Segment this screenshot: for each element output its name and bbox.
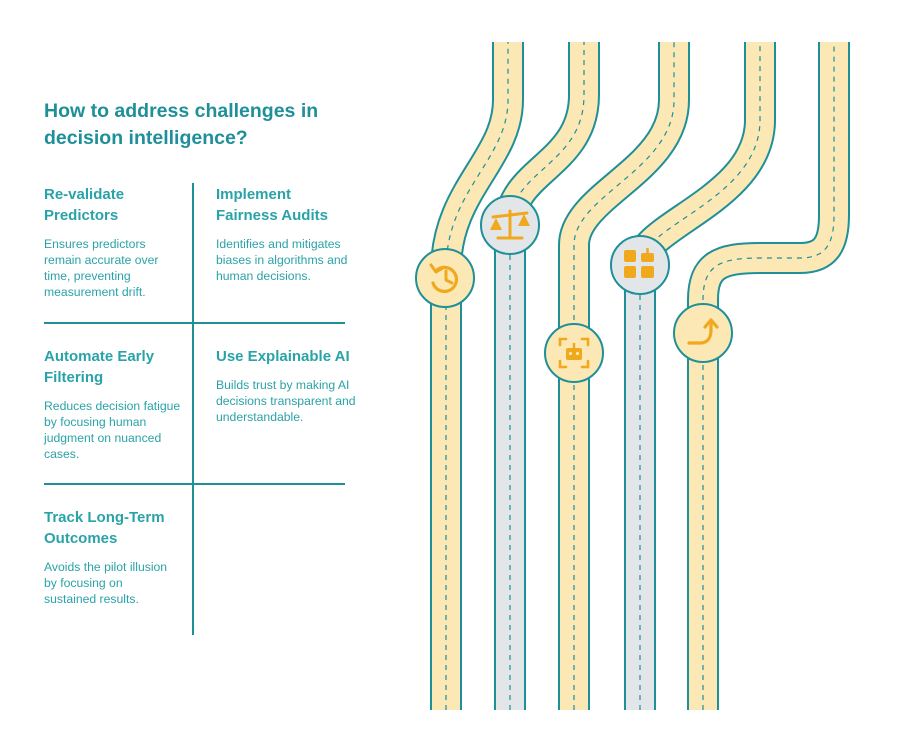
page-title: How to address challenges in decision in… bbox=[44, 100, 319, 149]
grid-divider-vertical bbox=[192, 183, 194, 635]
cell-heading: Use Explainable AI bbox=[216, 348, 350, 365]
cell-description: Ensures predictors remain accurate over … bbox=[44, 237, 159, 299]
cell-fairness-audits: Implement Fairness Audits Identifies and… bbox=[216, 184, 356, 284]
history-icon bbox=[415, 248, 475, 308]
grid-divider-horizontal-1 bbox=[44, 322, 345, 324]
cell-description: Builds trust by making AI decisions tran… bbox=[216, 378, 356, 424]
grid-divider-horizontal-2 bbox=[44, 483, 345, 485]
cell-heading: Automate Early Filtering bbox=[44, 348, 155, 386]
cell-heading: Re-validate Predictors bbox=[44, 186, 125, 224]
cell-description: Identifies and mitigates biases in algor… bbox=[216, 237, 348, 283]
road-5 bbox=[687, 42, 850, 710]
dashboard-robot-icon bbox=[610, 235, 670, 295]
cell-description: Reduces decision fatigue by focusing hum… bbox=[44, 399, 181, 461]
turn-up-arrow-icon bbox=[673, 303, 733, 363]
cell-heading: Implement Fairness Audits bbox=[216, 186, 328, 224]
cell-explainable-ai: Use Explainable AI Builds trust by makin… bbox=[216, 346, 356, 425]
cell-description: Avoids the pilot illusion by focusing on… bbox=[44, 560, 168, 606]
cell-automate-filtering: Automate Early Filtering Reduces decisio… bbox=[44, 346, 184, 462]
road-3 bbox=[558, 42, 690, 710]
cell-track-outcomes: Track Long-Term Outcomes Avoids the pilo… bbox=[44, 507, 174, 607]
cell-heading: Track Long-Term Outcomes bbox=[44, 509, 165, 547]
cell-revalidate-predictors: Re-validate Predictors Ensures predictor… bbox=[44, 184, 184, 300]
balance-scale-icon bbox=[480, 195, 540, 255]
robot-scan-icon bbox=[544, 323, 604, 383]
